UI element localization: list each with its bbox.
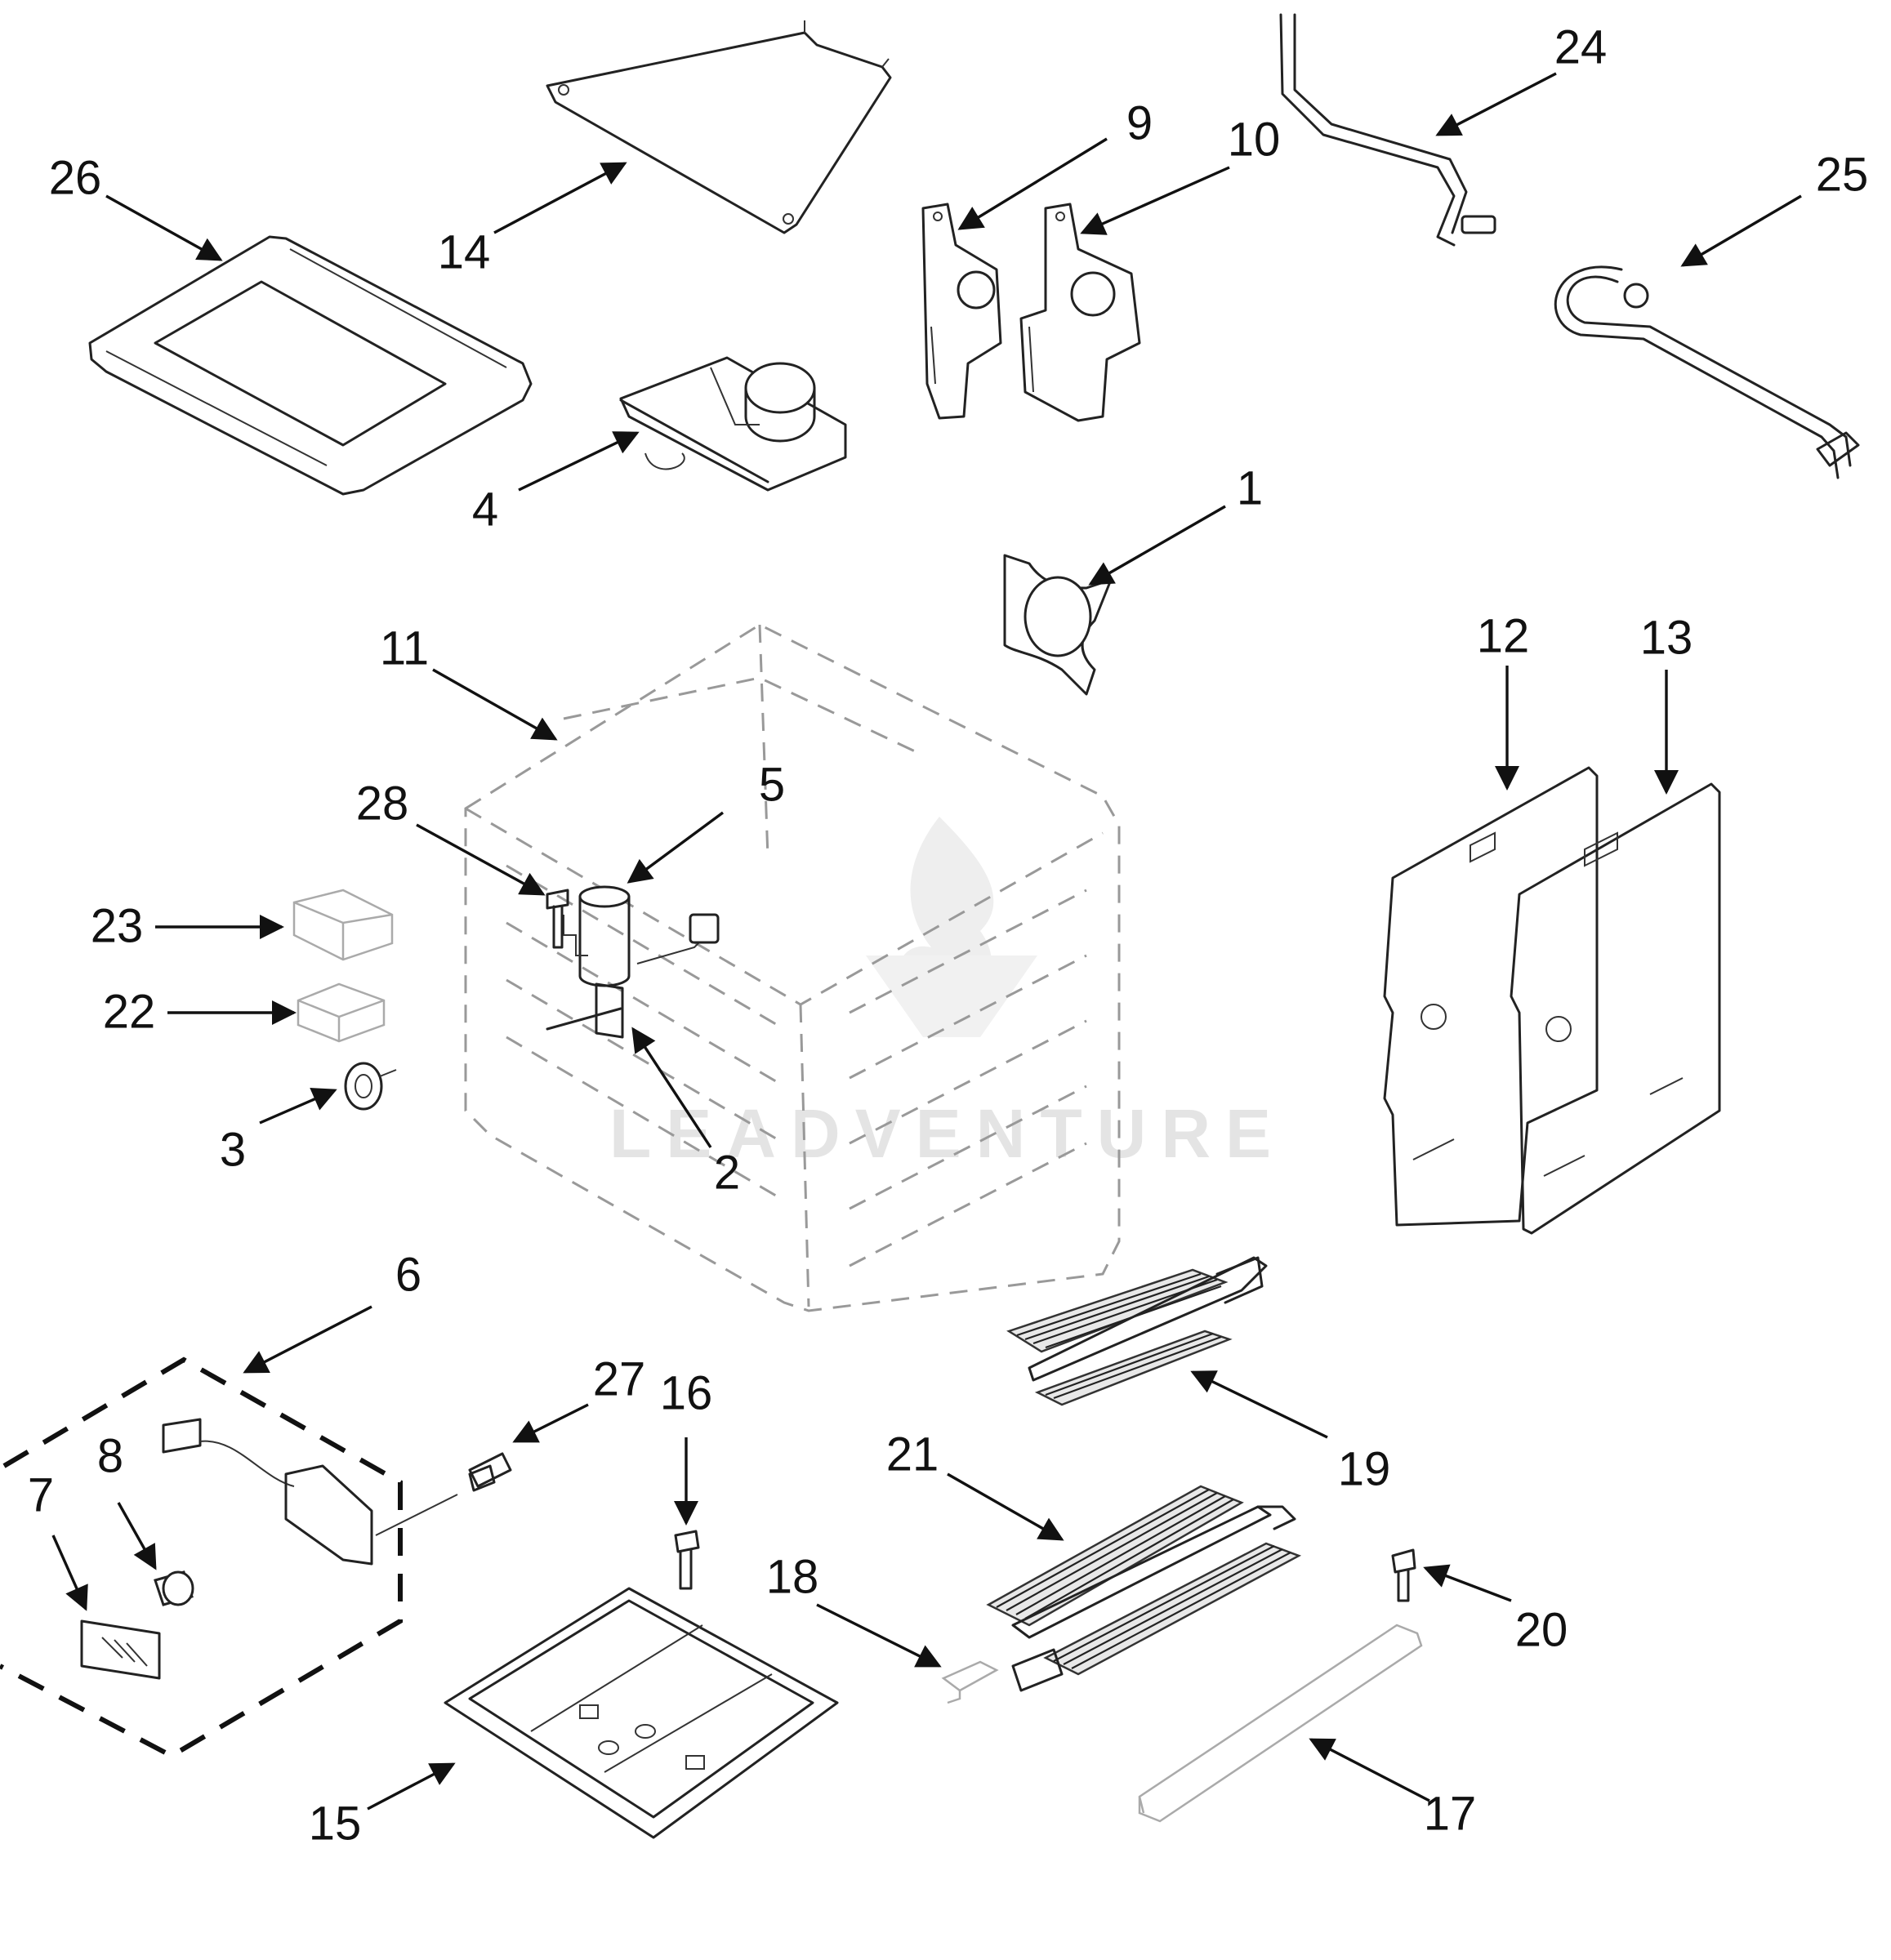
part-3-knob: [344, 1062, 397, 1111]
part-25-gas-tube: [1554, 265, 1860, 479]
callout-5: 5: [759, 758, 785, 811]
part-4-actuator: [619, 356, 847, 492]
part-6-light-assembly: [0, 1356, 458, 1759]
callout-3: 3: [220, 1123, 246, 1176]
callout-23: 23: [91, 899, 144, 952]
part-22-block: [297, 982, 386, 1043]
callout-22: 22: [103, 985, 156, 1038]
arrow-19: [1190, 1370, 1328, 1439]
part-2-pin-bracket: [546, 982, 624, 1039]
part-13-side-panel: [1510, 782, 1721, 1235]
callout-28: 28: [356, 777, 409, 830]
arrow-9: [957, 137, 1108, 230]
arrow-20: [1423, 1564, 1512, 1602]
leader-arrows: [51, 72, 1802, 1811]
callout-13: 13: [1640, 611, 1693, 664]
part-26-door-frame: [88, 235, 533, 496]
arrow-8: [117, 1502, 157, 1570]
arrow-3: [259, 1088, 337, 1125]
callout-7: 7: [28, 1468, 54, 1521]
arrow-17: [1309, 1738, 1430, 1802]
part-27-screw: [468, 1452, 512, 1492]
arrow-7: [51, 1535, 88, 1611]
callout-14: 14: [438, 225, 491, 278]
arrow-26: [105, 194, 223, 261]
callout-10: 10: [1228, 113, 1281, 166]
arrow-11: [432, 668, 558, 741]
callout-8: 8: [97, 1429, 123, 1482]
part-17-rail: [1138, 1624, 1423, 1823]
part-5-cylinder: [563, 885, 720, 987]
arrow-14: [493, 162, 627, 234]
arrow-10: [1080, 166, 1230, 235]
arrow-2: [631, 1027, 712, 1148]
callout-24: 24: [1554, 20, 1608, 74]
part-15-drip-pan: [444, 1587, 839, 1839]
part-24-gas-tube: [1279, 13, 1496, 247]
arrow-6: [243, 1305, 372, 1374]
part-11-oven-cavity: [464, 623, 1121, 1312]
watermark: LEADVENTURE: [609, 817, 1286, 1172]
arrow-28: [416, 823, 546, 896]
callout-1: 1: [1237, 461, 1263, 514]
callout-12: 12: [1477, 609, 1530, 662]
part-10-bracket: [1019, 203, 1141, 422]
callout-27: 27: [593, 1352, 646, 1405]
part-20-screw: [1391, 1548, 1416, 1602]
arrow-25: [1680, 194, 1802, 267]
part-23-box: [292, 889, 394, 961]
arrow-1: [1088, 505, 1226, 586]
callout-2: 2: [714, 1146, 740, 1199]
arrow-21: [947, 1472, 1064, 1541]
callout-4: 4: [472, 483, 498, 536]
callout-11: 11: [380, 621, 429, 675]
part-1-ignitor: [1003, 554, 1113, 696]
callout-25: 25: [1816, 148, 1869, 201]
arrow-4: [518, 431, 640, 492]
callout-18: 18: [766, 1550, 819, 1603]
arrow-27: [512, 1403, 589, 1443]
callout-9: 9: [1126, 96, 1153, 149]
callout-16: 16: [660, 1366, 713, 1419]
part-18-bracket: [941, 1660, 999, 1704]
part-12-side-panel: [1383, 766, 1599, 1227]
watermark-text: LEADVENTURE: [609, 1095, 1286, 1172]
part-21-bake-burner: [986, 1485, 1302, 1692]
callout-labels: 1 2 3 4 5 6 7 8 9 10 11 12 13 14 15 16 1…: [28, 20, 1868, 1850]
part-28-screw: [546, 889, 569, 949]
part-8-bulb: [154, 1570, 194, 1606]
part-9-bracket: [921, 203, 1002, 420]
arrow-24: [1435, 72, 1557, 136]
part-7-lens: [80, 1619, 161, 1680]
part-19-broil-burner: [1006, 1256, 1268, 1406]
callout-17: 17: [1424, 1787, 1477, 1840]
callout-21: 21: [886, 1428, 939, 1481]
callout-26: 26: [49, 151, 102, 204]
part-14-panel: [546, 20, 892, 234]
callout-20: 20: [1515, 1603, 1568, 1656]
arrow-5: [627, 811, 725, 884]
callout-15: 15: [309, 1797, 362, 1850]
part-16-screw: [674, 1530, 700, 1590]
callout-19: 19: [1338, 1442, 1391, 1495]
callout-6: 6: [395, 1248, 421, 1301]
arrow-18: [816, 1603, 942, 1668]
arrow-15: [367, 1762, 456, 1811]
